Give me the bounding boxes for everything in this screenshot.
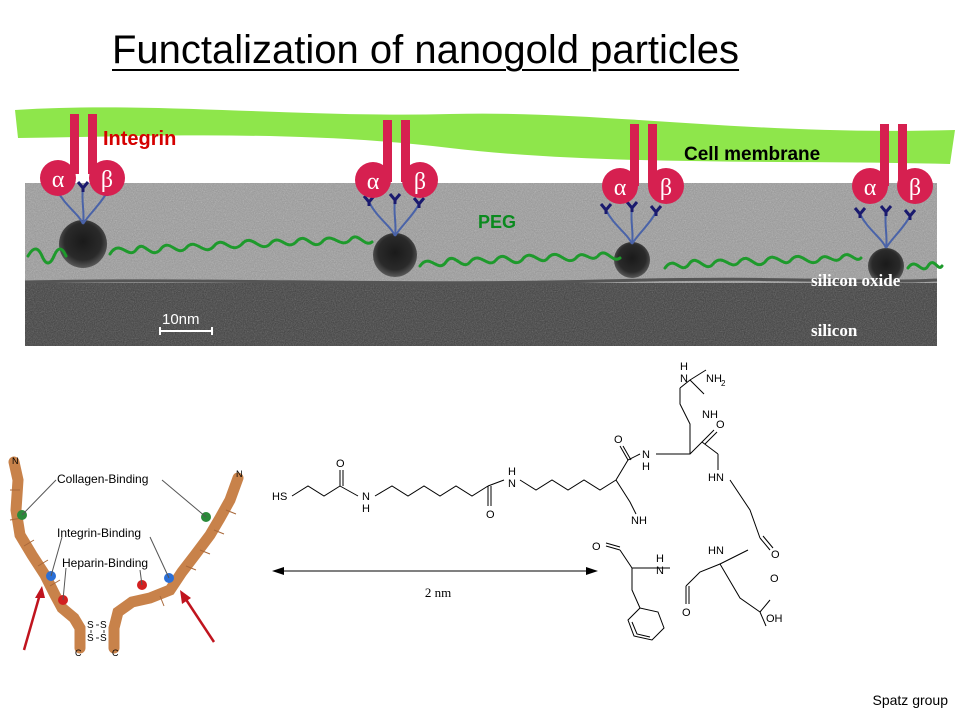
integrin-2: α β bbox=[355, 120, 438, 198]
svg-text:β: β bbox=[101, 167, 113, 193]
svg-text:OH: OH bbox=[766, 613, 783, 625]
scale-bar-label: 10nm bbox=[162, 311, 200, 328]
svg-text:N: N bbox=[642, 449, 650, 461]
svg-text:H: H bbox=[362, 503, 370, 515]
tem-figure: α β α β α β α β Integrin Cell membrane P… bbox=[15, 107, 955, 346]
svg-text:α: α bbox=[367, 169, 380, 195]
distance-arrow: 2 nm bbox=[272, 567, 598, 600]
svg-text:O: O bbox=[716, 419, 725, 431]
integrin-4: α β bbox=[852, 124, 933, 204]
svg-text:O: O bbox=[770, 573, 779, 585]
svg-text:α: α bbox=[864, 175, 877, 201]
integrin-3: α β bbox=[602, 124, 684, 204]
svg-text:O: O bbox=[682, 607, 691, 619]
bottom-figures: Collagen-Binding Integrin-Binding Hepari… bbox=[8, 361, 783, 658]
chemical-structure bbox=[291, 369, 774, 641]
gold-particle bbox=[614, 242, 650, 278]
peg-label: PEG bbox=[478, 212, 516, 232]
svg-text:2: 2 bbox=[721, 379, 726, 388]
svg-text:O: O bbox=[771, 549, 780, 561]
page-title: Functalization of nanogold particles bbox=[112, 28, 740, 72]
svg-text:C: C bbox=[75, 648, 82, 658]
integrin-label: Integrin bbox=[103, 128, 176, 150]
svg-text:N: N bbox=[508, 478, 516, 490]
gold-particle bbox=[373, 233, 417, 277]
svg-text:NH: NH bbox=[702, 409, 718, 421]
svg-text:β: β bbox=[660, 175, 672, 201]
svg-text:H: H bbox=[642, 461, 650, 473]
svg-text:N: N bbox=[656, 565, 664, 577]
silicon-label: silicon bbox=[811, 321, 858, 340]
integrin-binding-label: Integrin-Binding bbox=[57, 526, 141, 540]
svg-text:O: O bbox=[336, 458, 345, 470]
heparin-binding-label: Heparin-Binding bbox=[62, 556, 148, 570]
svg-text:β: β bbox=[414, 169, 426, 195]
chemical-labels: HS O N H O H N O N H O HN NH O HN O H N … bbox=[272, 361, 783, 625]
svg-text:β: β bbox=[909, 175, 921, 201]
svg-text:C: C bbox=[112, 648, 119, 658]
svg-text:α: α bbox=[614, 175, 627, 201]
svg-text:NH: NH bbox=[706, 373, 722, 385]
svg-text:S: S bbox=[100, 633, 107, 644]
scale-bar bbox=[159, 327, 213, 335]
integrin-1: α β bbox=[40, 114, 125, 196]
peg-coils bbox=[26, 235, 944, 271]
fibronectin-dimer: Collagen-Binding Integrin-Binding Hepari… bbox=[8, 456, 244, 658]
credit-text: Spatz group bbox=[872, 692, 949, 708]
arrow bbox=[22, 586, 216, 651]
svg-text:N: N bbox=[362, 491, 370, 503]
svg-text:O: O bbox=[592, 541, 601, 553]
svg-text:α: α bbox=[52, 167, 65, 193]
svg-text:H: H bbox=[656, 553, 664, 565]
cell-membrane-label: Cell membrane bbox=[684, 144, 820, 165]
svg-text:O: O bbox=[486, 509, 495, 521]
svg-text:NH: NH bbox=[631, 515, 647, 527]
gold-particle bbox=[59, 220, 107, 268]
svg-text:S: S bbox=[87, 633, 94, 644]
svg-text:H: H bbox=[508, 466, 516, 478]
collagen-binding-label: Collagen-Binding bbox=[57, 472, 148, 486]
svg-text:HN: HN bbox=[708, 545, 724, 557]
svg-text:N: N bbox=[680, 373, 688, 385]
svg-text:N: N bbox=[12, 456, 19, 466]
distance-label: 2 nm bbox=[425, 585, 451, 600]
svg-text:S: S bbox=[87, 620, 94, 631]
svg-text:N: N bbox=[236, 469, 243, 479]
cell-membrane bbox=[15, 107, 955, 164]
silicon-oxide-label: silicon oxide bbox=[811, 271, 901, 290]
svg-text:O: O bbox=[614, 434, 623, 446]
svg-text:S: S bbox=[100, 620, 107, 631]
svg-text:HN: HN bbox=[708, 472, 724, 484]
gold-particle bbox=[868, 248, 904, 284]
svg-text:H: H bbox=[680, 361, 688, 373]
svg-text:HS: HS bbox=[272, 491, 287, 503]
